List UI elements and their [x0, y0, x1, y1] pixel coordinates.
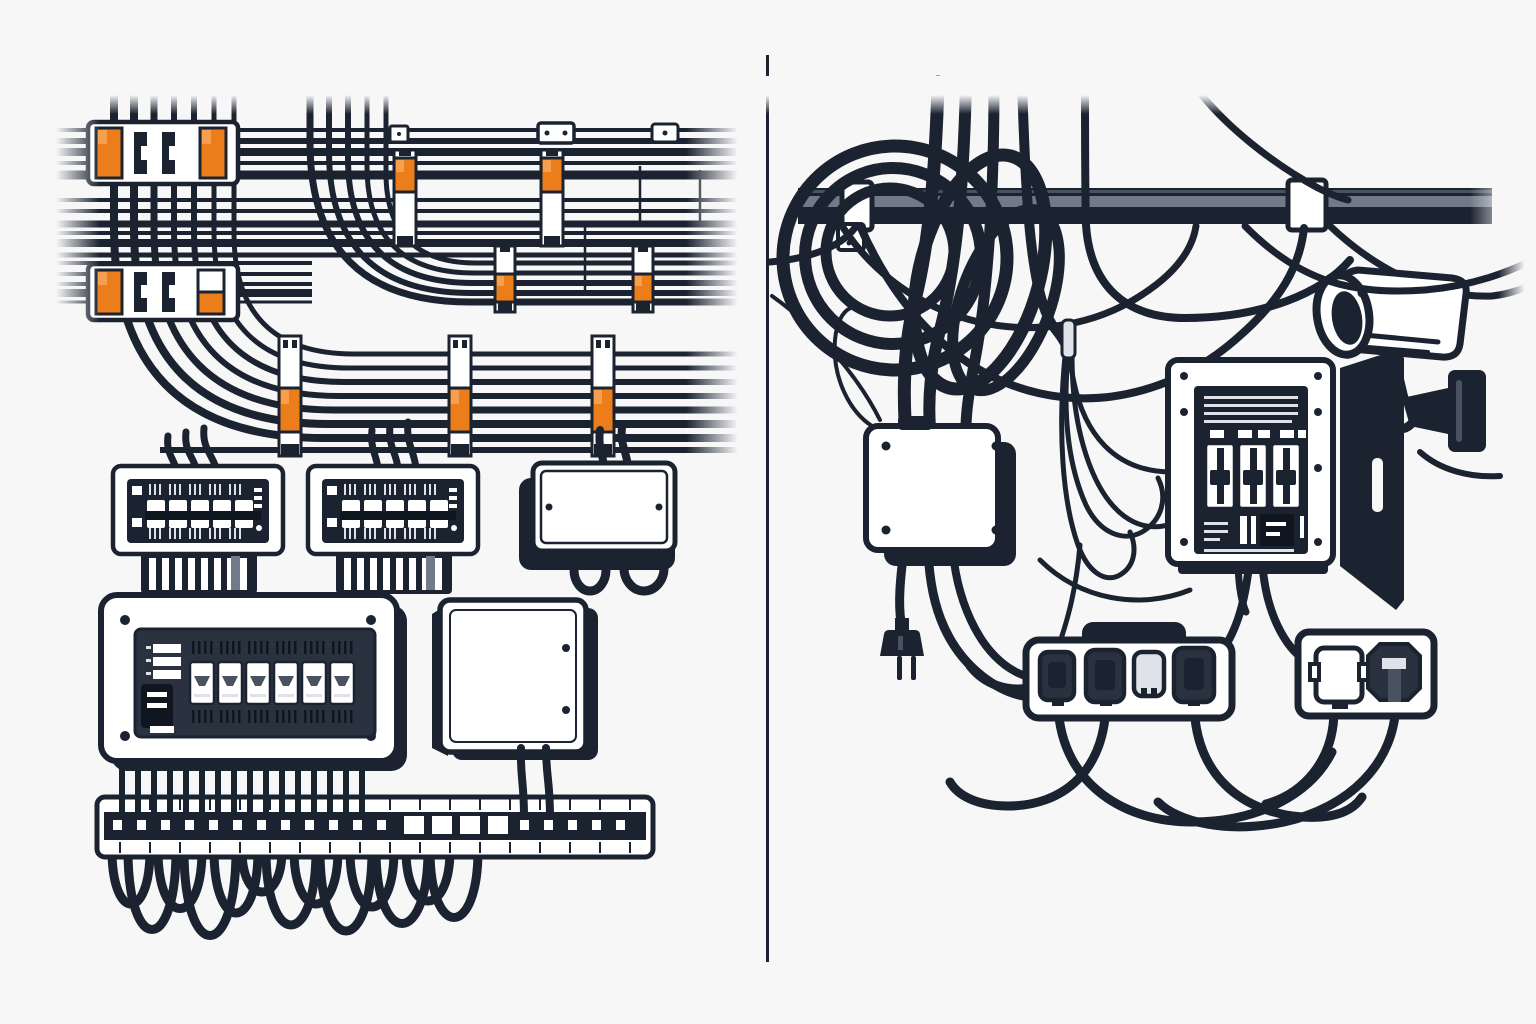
breaker-switch: [244, 660, 272, 706]
cable-clamp-box-top: [85, 119, 241, 187]
orange-strap-clamps-row1: [392, 148, 565, 248]
cable-strap: [1060, 318, 1077, 360]
outlet-plug: [1366, 642, 1422, 702]
orange-clamp: [196, 290, 226, 316]
unplugged-plug: [880, 618, 924, 680]
tray-rail-ticks: [119, 799, 631, 853]
plug-prong: [897, 656, 902, 680]
edge-fades: [20, 76, 1536, 480]
breaker-switch: [328, 660, 356, 706]
mid-cable-bundle-bend: [306, 81, 748, 306]
label-chips: [1210, 430, 1306, 438]
cable-tray-loops: [107, 845, 483, 940]
terminal-strip-2: [308, 466, 478, 594]
open-breaker-panel: [1154, 350, 1404, 690]
empty-socket: [1131, 649, 1167, 699]
breaker-switch: [188, 660, 216, 706]
corner-screw: [120, 731, 130, 741]
empty-socket: [1308, 645, 1370, 709]
main-breaker-panel: [98, 592, 407, 771]
junction-box-small: [519, 460, 678, 596]
breaker-switch: [272, 660, 300, 706]
breaker-switch: [1270, 442, 1302, 510]
door-handle: [1372, 458, 1383, 512]
cable-tray: [94, 744, 656, 860]
messy-wiring-scene: [766, 75, 1536, 832]
white-cable-brackets: [388, 121, 680, 145]
breaker-switch: [1237, 442, 1269, 510]
divider-line: [766, 55, 769, 962]
wall-junction-box: [432, 597, 598, 760]
indicator-bars: [146, 644, 181, 679]
vertical-cable-bundle: [897, 75, 1075, 434]
organized-wiring-scene: [36, 81, 748, 940]
terminal-strip-1: [113, 466, 283, 594]
tray-perforations: [113, 816, 625, 834]
corner-screw: [120, 615, 130, 625]
orange-strap-clamps-row3: [277, 334, 616, 458]
breaker-switch: [1204, 442, 1236, 510]
surface-junction-box: [863, 416, 1052, 701]
plug-prong: [911, 656, 916, 680]
breaker-switch: [216, 660, 244, 706]
breaker-switch: [300, 660, 328, 706]
security-camera: [1312, 266, 1503, 480]
orange-strap-clamps-row2: [493, 244, 655, 314]
main-switch: [141, 684, 173, 728]
cable-clamp-box-mid: [85, 261, 241, 323]
camera-wall-mount: [1448, 370, 1486, 452]
corner-screw: [366, 615, 376, 625]
wall-outlet: [1153, 628, 1438, 832]
